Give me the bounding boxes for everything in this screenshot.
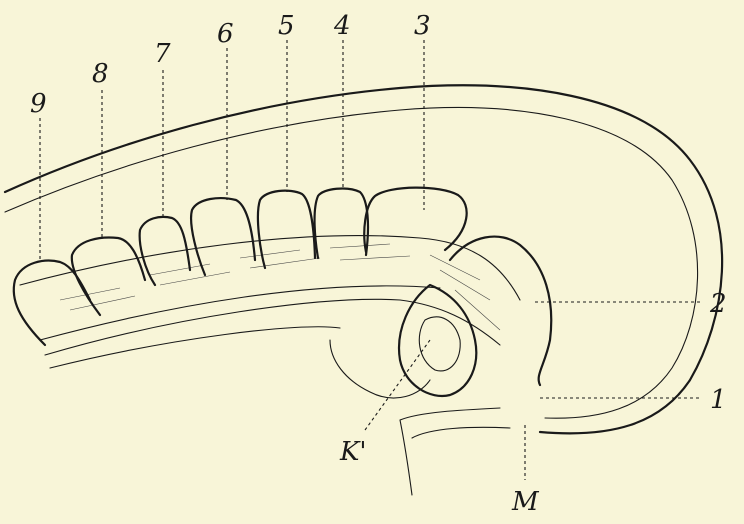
label-somite-4: 4 bbox=[333, 11, 351, 41]
label-m: M bbox=[511, 487, 540, 517]
label-somite-6: 6 bbox=[217, 19, 234, 49]
label-somite-7: 7 bbox=[154, 39, 171, 69]
label-k1: K' bbox=[339, 437, 367, 467]
label-2: 2 bbox=[709, 289, 727, 319]
label-somite-9: 9 bbox=[30, 89, 47, 119]
label-somite-5: 5 bbox=[278, 11, 295, 41]
label-somite-3: 3 bbox=[414, 11, 431, 41]
label-1: 1 bbox=[710, 385, 727, 415]
label-somite-8: 8 bbox=[92, 59, 109, 89]
